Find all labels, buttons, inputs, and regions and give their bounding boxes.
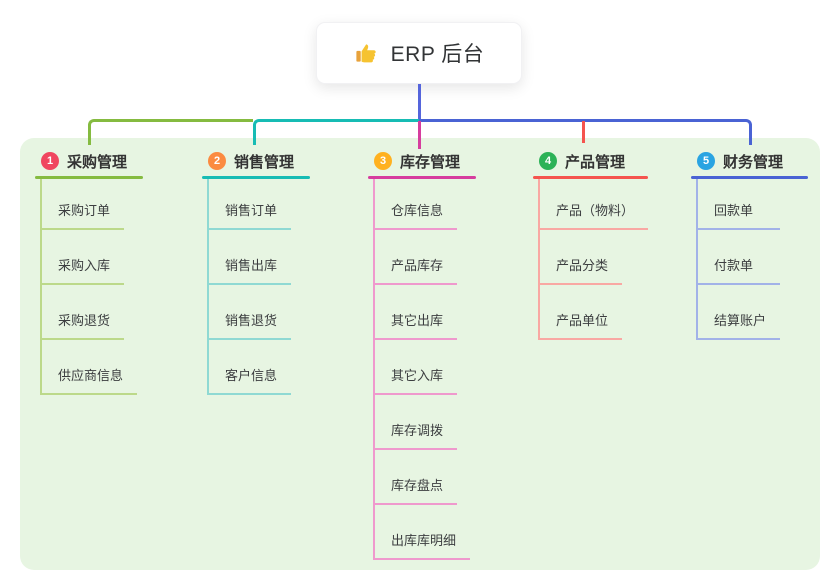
connector-branch-1 xyxy=(88,119,253,145)
branch-header-3[interactable]: 3 库存管理 xyxy=(374,150,460,172)
branch-underline xyxy=(202,176,310,179)
child-node[interactable]: 采购退货 xyxy=(40,312,125,340)
child-node[interactable]: 库存调拨 xyxy=(373,422,458,450)
branch-trunk-line xyxy=(40,179,42,395)
root-node[interactable]: ERP 后台 xyxy=(316,22,522,84)
branch-title: 采购管理 xyxy=(67,153,128,171)
child-node[interactable]: 其它入库 xyxy=(373,367,458,395)
child-node[interactable]: 产品库存 xyxy=(373,257,458,285)
branch-header-5[interactable]: 5 财务管理 xyxy=(697,150,783,172)
branch-underline xyxy=(533,176,648,179)
branch-underline xyxy=(691,176,808,179)
branch-number-badge: 2 xyxy=(208,152,226,170)
connector-branch-4 xyxy=(582,121,585,143)
root-stem-connector xyxy=(418,84,421,120)
branch-title: 产品管理 xyxy=(565,153,626,171)
child-node[interactable]: 产品单位 xyxy=(538,312,623,340)
child-node[interactable]: 库存盘点 xyxy=(373,477,458,505)
branch-header-4[interactable]: 4 产品管理 xyxy=(539,150,625,172)
child-node[interactable]: 仓库信息 xyxy=(373,202,458,230)
child-node[interactable]: 产品（物料） xyxy=(538,202,649,230)
thumbs-up-icon xyxy=(354,40,380,66)
connector-branch-5 xyxy=(419,119,752,145)
child-node[interactable]: 结算账户 xyxy=(696,312,781,340)
child-node[interactable]: 其它出库 xyxy=(373,312,458,340)
branch-underline xyxy=(368,176,476,179)
child-node[interactable]: 回款单 xyxy=(696,202,780,230)
child-node[interactable]: 采购订单 xyxy=(40,202,125,230)
branches-panel xyxy=(20,138,820,570)
branch-underline xyxy=(35,176,143,179)
child-node[interactable]: 付款单 xyxy=(696,257,780,285)
branch-title: 财务管理 xyxy=(723,153,784,171)
connector-branch-2 xyxy=(253,119,419,145)
child-node[interactable]: 销售退货 xyxy=(207,312,292,340)
branch-title: 销售管理 xyxy=(234,153,295,171)
child-node[interactable]: 供应商信息 xyxy=(40,367,138,395)
child-node[interactable]: 销售订单 xyxy=(207,202,292,230)
branch-title: 库存管理 xyxy=(400,153,461,171)
branch-trunk-line xyxy=(538,179,540,340)
branch-trunk-line xyxy=(373,179,375,560)
root-title: ERP 后台 xyxy=(390,43,485,66)
branch-header-1[interactable]: 1 采购管理 xyxy=(41,150,127,172)
child-node[interactable]: 采购入库 xyxy=(40,257,125,285)
branch-number-badge: 5 xyxy=(697,152,715,170)
branch-number-badge: 4 xyxy=(539,152,557,170)
branch-trunk-line xyxy=(207,179,209,395)
child-node[interactable]: 出库库明细 xyxy=(373,532,471,560)
connector-branch-3 xyxy=(418,121,421,149)
child-node[interactable]: 客户信息 xyxy=(207,367,292,395)
child-node[interactable]: 产品分类 xyxy=(538,257,623,285)
branch-number-badge: 3 xyxy=(374,152,392,170)
branch-trunk-line xyxy=(696,179,698,340)
branch-header-2[interactable]: 2 销售管理 xyxy=(208,150,294,172)
branch-number-badge: 1 xyxy=(41,152,59,170)
child-node[interactable]: 销售出库 xyxy=(207,257,292,285)
